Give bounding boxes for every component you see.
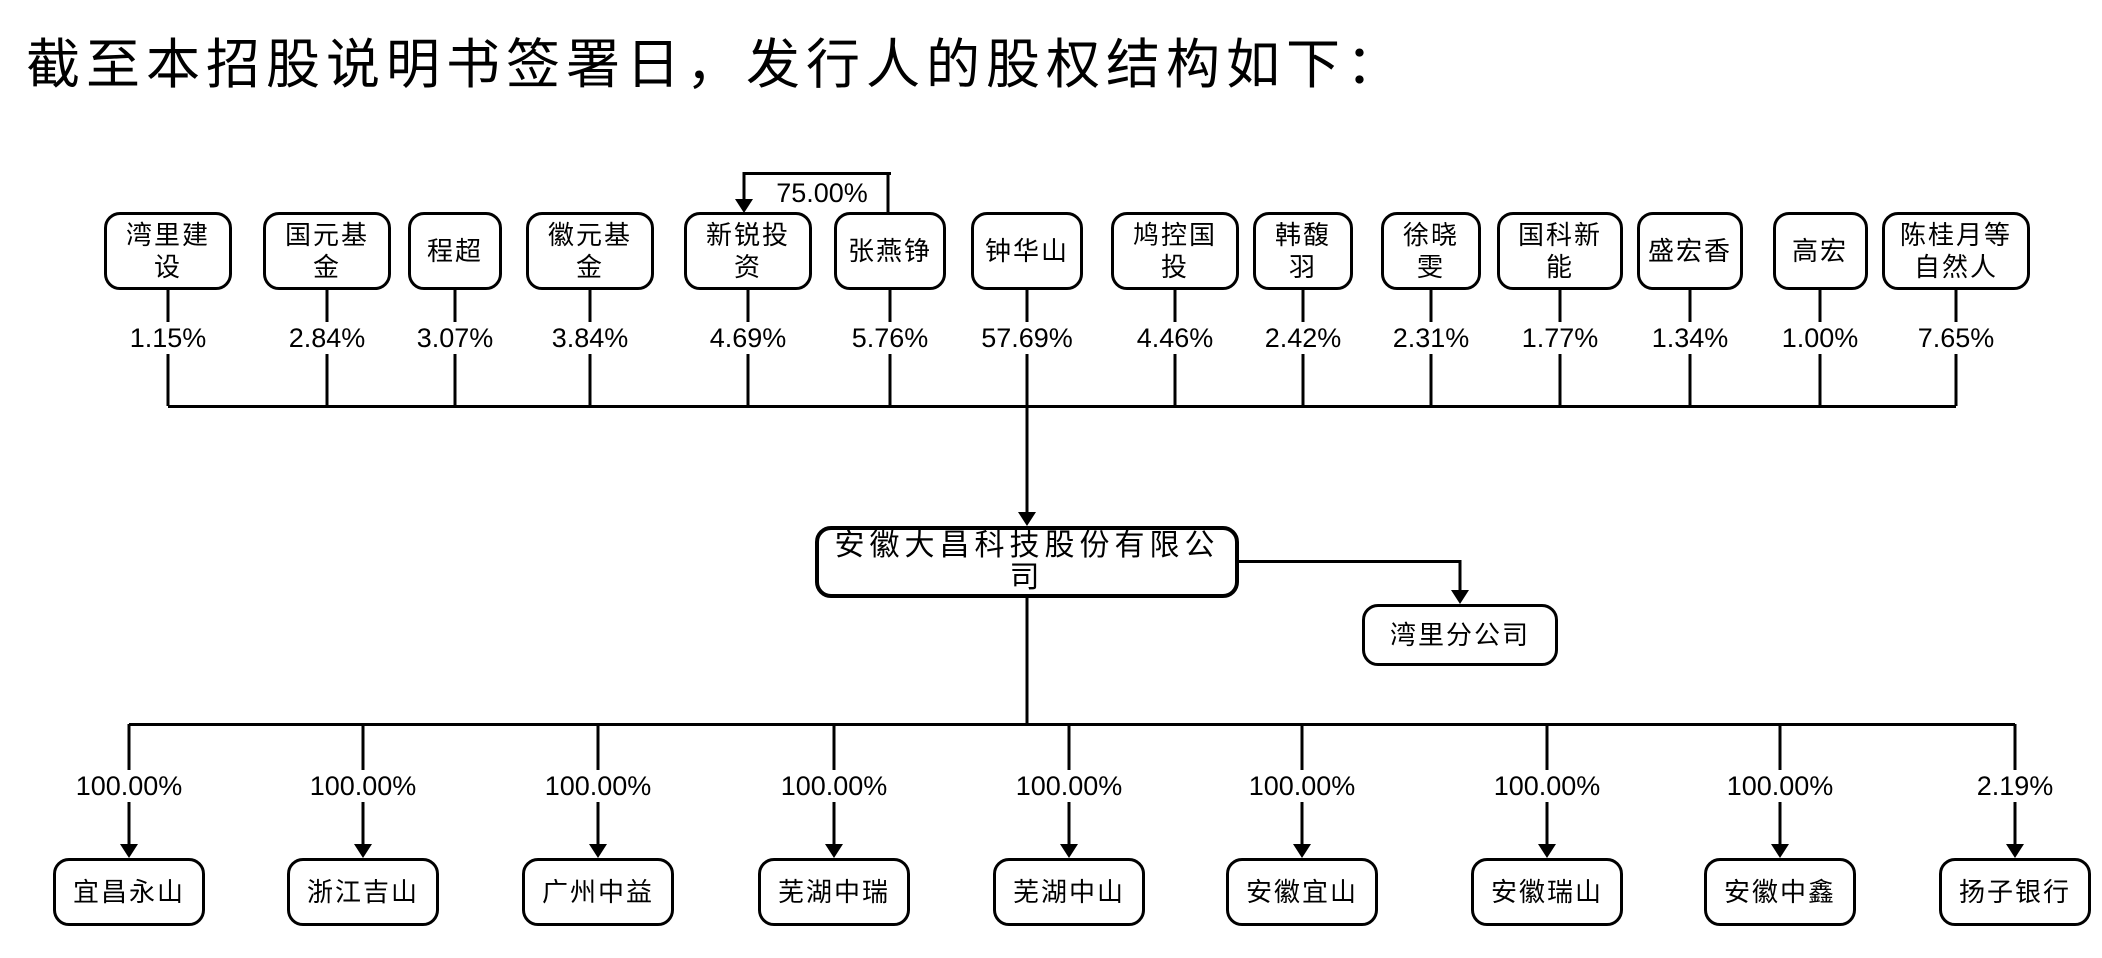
shareholder-name: 鸠控国投 <box>1132 220 1217 282</box>
shareholder-name: 国科新能 <box>1517 220 1602 282</box>
shareholder-name: 陈桂月等自然人 <box>1899 220 2012 282</box>
arrowhead-down-icon <box>354 844 372 858</box>
subsidiary-percent-label: 100.00% <box>1718 770 1842 802</box>
shareholder-box: 鸠控国投 <box>1111 212 1239 290</box>
shareholder-name: 韩馥羽 <box>1274 220 1331 282</box>
shareholder-box: 盛宏香 <box>1637 212 1743 290</box>
subsidiary-box: 宜昌永山 <box>53 858 205 926</box>
shareholder-box: 国元基金 <box>263 212 391 290</box>
subsidiary-connector-line <box>1025 598 1029 723</box>
subsidiary-box: 广州中益 <box>522 858 674 926</box>
arrowhead-down-icon <box>1060 844 1078 858</box>
shareholder-percent-label: 1.15% <box>121 322 215 354</box>
shareholder-box: 钟华山 <box>971 212 1083 290</box>
subsidiary-name: 宜昌永山 <box>72 877 185 907</box>
subsidiary-box: 安徽中鑫 <box>1704 858 1856 926</box>
cross-holding-connector-line <box>744 172 891 175</box>
branch-box: 湾里分公司 <box>1362 604 1558 666</box>
shareholder-name: 湾里建设 <box>125 220 210 282</box>
shareholder-name: 程超 <box>426 236 483 266</box>
subsidiary-name: 广州中益 <box>541 877 654 907</box>
shareholder-percent-label: 1.34% <box>1643 322 1737 354</box>
shareholder-bus-line <box>168 405 1956 408</box>
shareholder-percent-label: 3.07% <box>408 322 502 354</box>
arrowhead-down-icon <box>1451 590 1469 604</box>
shareholder-name: 钟华山 <box>984 236 1069 266</box>
shareholder-name: 盛宏香 <box>1648 236 1733 266</box>
shareholder-percent-label: 2.84% <box>280 322 374 354</box>
arrowhead-down-icon <box>1771 844 1789 858</box>
subsidiary-bus-line <box>129 723 2015 726</box>
branch-connector-line <box>1458 560 1462 591</box>
subsidiary-name: 安徽中鑫 <box>1723 877 1836 907</box>
subsidiary-name: 芜湖中山 <box>1012 877 1125 907</box>
subsidiary-percent-label: 100.00% <box>67 770 191 802</box>
shareholder-name: 徐晓雯 <box>1402 220 1459 282</box>
subsidiary-name: 安徽宜山 <box>1245 877 1358 907</box>
subsidiary-percent-label: 100.00% <box>1485 770 1609 802</box>
shareholder-box: 新锐投资 <box>684 212 812 290</box>
shareholder-percent-label: 1.77% <box>1513 322 1607 354</box>
arrowhead-down-icon <box>1293 844 1311 858</box>
arrowhead-down-icon <box>589 844 607 858</box>
shareholder-box: 韩馥羽 <box>1253 212 1353 290</box>
arrowhead-down-icon <box>2006 844 2024 858</box>
subsidiary-percent-label: 100.00% <box>772 770 896 802</box>
subsidiary-percent-label: 2.19% <box>1968 770 2062 802</box>
subsidiary-box: 安徽宜山 <box>1226 858 1378 926</box>
arrowhead-down-icon <box>825 844 843 858</box>
shareholder-name: 国元基金 <box>284 220 369 282</box>
arrowhead-down-icon <box>1018 512 1036 526</box>
shareholder-percent-label: 5.76% <box>843 322 937 354</box>
subsidiary-box: 芜湖中山 <box>993 858 1145 926</box>
shareholder-box: 高宏 <box>1772 212 1868 290</box>
shareholder-percent-label: 4.69% <box>701 322 795 354</box>
subsidiary-name: 浙江吉山 <box>306 877 419 907</box>
shareholder-box: 国科新能 <box>1497 212 1623 290</box>
subsidiary-box: 安徽瑞山 <box>1471 858 1623 926</box>
shareholder-name: 新锐投资 <box>705 220 790 282</box>
cross-holding-percent-label: 75.00% <box>768 177 876 209</box>
shareholder-box: 徽元基金 <box>526 212 654 290</box>
subsidiary-percent-label: 100.00% <box>1240 770 1364 802</box>
shareholder-percent-label: 3.84% <box>543 322 637 354</box>
subsidiary-name: 芜湖中瑞 <box>777 877 890 907</box>
shareholder-box: 张燕铮 <box>834 212 946 290</box>
shareholder-percent-label: 7.65% <box>1909 322 2003 354</box>
subsidiary-name: 扬子银行 <box>1958 877 2071 907</box>
shareholder-name: 张燕铮 <box>847 236 932 266</box>
subsidiary-box: 浙江吉山 <box>287 858 439 926</box>
arrowhead-down-icon <box>120 844 138 858</box>
page-title: 截至本招股说明书签署日，发行人的股权结构如下： <box>26 35 1406 95</box>
subsidiary-name: 安徽瑞山 <box>1490 877 1603 907</box>
shareholder-percent-label: 1.00% <box>1773 322 1867 354</box>
issuer-box: 安徽大昌科技股份有限公司 <box>815 526 1239 598</box>
subsidiary-percent-label: 100.00% <box>536 770 660 802</box>
arrowhead-down-icon <box>735 199 753 213</box>
arrowhead-down-icon <box>1538 844 1556 858</box>
issuer-connector-line <box>1025 406 1029 512</box>
shareholder-percent-label: 57.69% <box>973 322 1081 354</box>
shareholder-box: 湾里建设 <box>104 212 232 290</box>
subsidiary-percent-label: 100.00% <box>301 770 425 802</box>
shareholder-percent-label: 2.42% <box>1256 322 1350 354</box>
subsidiary-box: 扬子银行 <box>1939 858 2091 926</box>
shareholder-percent-label: 4.46% <box>1128 322 1222 354</box>
subsidiary-percent-label: 100.00% <box>1007 770 1131 802</box>
cross-holding-connector-line <box>742 172 746 200</box>
shareholder-name: 徽元基金 <box>547 220 632 282</box>
branch-connector-line <box>1239 560 1461 563</box>
shareholder-box: 徐晓雯 <box>1381 212 1481 290</box>
shareholder-percent-label: 2.31% <box>1384 322 1478 354</box>
cross-holding-connector-line <box>886 172 890 214</box>
subsidiary-box: 芜湖中瑞 <box>758 858 910 926</box>
shareholder-box: 陈桂月等自然人 <box>1882 212 2030 290</box>
branch-name: 湾里分公司 <box>1389 620 1530 650</box>
shareholder-box: 程超 <box>408 212 502 290</box>
issuer-name: 安徽大昌科技股份有限公司 <box>834 529 1220 594</box>
shareholder-name: 高宏 <box>1791 236 1848 266</box>
